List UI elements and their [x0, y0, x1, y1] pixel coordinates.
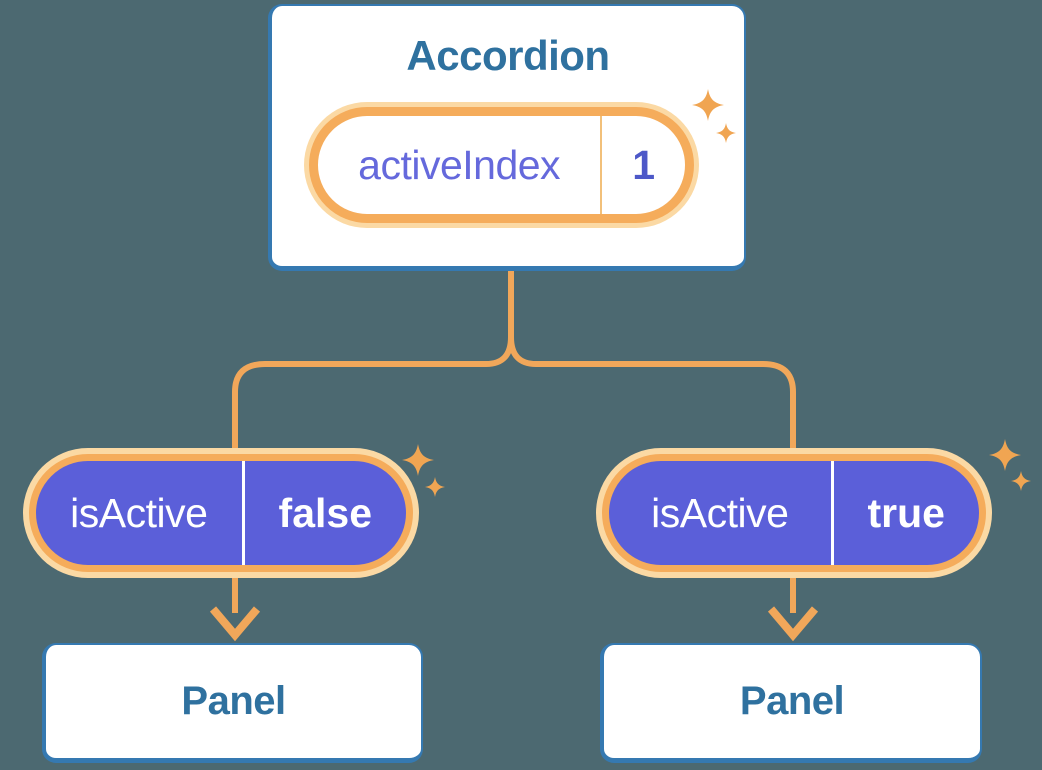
sparkle-icon	[692, 89, 724, 121]
prop-pill-divider	[241, 461, 245, 565]
panel-card-left: Panel	[42, 643, 423, 763]
prop-value: false	[278, 489, 372, 536]
state-name-label: activeIndex	[358, 141, 561, 188]
panel-card-right: Panel	[600, 643, 982, 763]
panel-title: Panel	[739, 679, 845, 723]
state-value: 1	[632, 141, 655, 188]
sparkle-icon	[1011, 471, 1031, 491]
sparkle-icon	[402, 444, 434, 476]
accordion-title: Accordion	[406, 32, 610, 79]
prop-pill-left: isActive false	[23, 448, 419, 578]
prop-name-label: isActive	[651, 489, 789, 536]
panel-title: Panel	[181, 679, 286, 723]
arrowhead-right-icon	[767, 606, 819, 642]
prop-pill-left-ring: isActive false	[29, 454, 413, 572]
prop-value: true	[867, 489, 945, 536]
prop-pill-divider	[830, 461, 834, 565]
sparkle-icon	[989, 439, 1021, 471]
prop-pill-right: isActive true	[596, 448, 992, 578]
arrowhead-left-icon	[209, 606, 261, 642]
sparkle-icon	[425, 477, 445, 497]
state-pill: activeIndex 1	[304, 102, 699, 228]
connector-right-branch	[508, 271, 796, 613]
accordion-card: Accordion activeIndex 1	[268, 4, 746, 271]
state-pill-divider	[600, 116, 603, 214]
prop-name-label: isActive	[70, 489, 208, 536]
prop-pill-right-ring: isActive true	[602, 454, 986, 572]
sparkle-icon	[716, 123, 736, 143]
state-pill-ring: activeIndex 1	[309, 107, 694, 223]
